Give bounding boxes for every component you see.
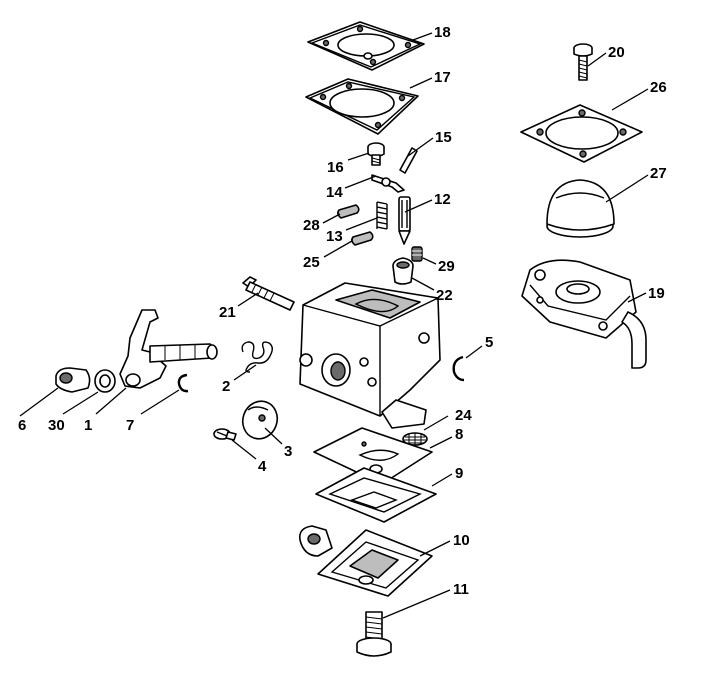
part-14-inlet-lever[interactable] bbox=[371, 174, 405, 193]
label-16: 16 bbox=[327, 159, 344, 176]
label-12: 12 bbox=[434, 191, 451, 208]
part-26-gasket[interactable] bbox=[520, 104, 643, 163]
label-11: 11 bbox=[453, 581, 469, 598]
part-11-bolt[interactable] bbox=[356, 611, 392, 657]
label-13: 13 bbox=[326, 228, 343, 245]
part-18-diaphragm-cover[interactable] bbox=[307, 21, 425, 71]
part-24-strainer[interactable] bbox=[402, 432, 428, 446]
label-3: 3 bbox=[284, 443, 292, 460]
part-19-pump-housing[interactable] bbox=[521, 259, 647, 369]
label-14: 14 bbox=[326, 184, 343, 201]
label-1: 1 bbox=[84, 417, 92, 434]
label-18: 18 bbox=[434, 24, 451, 41]
label-5: 5 bbox=[485, 334, 493, 351]
part-29-spring[interactable] bbox=[411, 246, 423, 262]
part-30-washer[interactable] bbox=[94, 369, 116, 393]
part-22-nozzle[interactable] bbox=[392, 257, 414, 285]
part-27-primer-bulb[interactable] bbox=[546, 179, 615, 238]
label-20: 20 bbox=[608, 44, 625, 61]
label-2: 2 bbox=[222, 378, 230, 395]
part-20-screw[interactable] bbox=[573, 43, 593, 81]
label-19: 19 bbox=[648, 285, 665, 302]
part-13-spring[interactable] bbox=[376, 201, 388, 230]
part-4-screw[interactable] bbox=[213, 428, 237, 441]
carburetor-body bbox=[299, 282, 441, 429]
part-3-throttle-disc[interactable] bbox=[238, 396, 283, 443]
part-21-adjusting-screw[interactable] bbox=[242, 276, 295, 311]
part-9-gasket[interactable] bbox=[315, 467, 437, 523]
part-16-screw[interactable] bbox=[367, 142, 385, 166]
label-17: 17 bbox=[434, 69, 451, 86]
part-5-clip[interactable] bbox=[452, 355, 465, 382]
label-21: 21 bbox=[219, 304, 236, 321]
part-labels: 18 17 15 16 14 12 28 13 25 29 22 21 20 2… bbox=[18, 24, 667, 598]
label-25: 25 bbox=[303, 254, 320, 271]
label-10: 10 bbox=[453, 532, 470, 549]
part-28-plug[interactable] bbox=[337, 204, 360, 219]
part-6-nut[interactable] bbox=[55, 367, 91, 393]
label-4: 4 bbox=[258, 458, 267, 475]
part-17-gasket[interactable] bbox=[305, 78, 419, 135]
label-29: 29 bbox=[438, 258, 455, 275]
label-30: 30 bbox=[48, 417, 65, 434]
part-7-clip[interactable] bbox=[177, 373, 189, 393]
label-24: 24 bbox=[455, 407, 472, 424]
part-12-inlet-needle[interactable] bbox=[398, 196, 411, 245]
part-10-cover[interactable] bbox=[298, 525, 433, 597]
label-28: 28 bbox=[303, 217, 320, 234]
label-9: 9 bbox=[455, 465, 463, 482]
label-7: 7 bbox=[126, 417, 134, 434]
leader-lines bbox=[19, 32, 649, 619]
label-26: 26 bbox=[650, 79, 667, 96]
label-6: 6 bbox=[18, 417, 26, 434]
label-22: 22 bbox=[436, 287, 453, 304]
label-15: 15 bbox=[435, 129, 452, 146]
part-2-spring[interactable] bbox=[241, 341, 273, 373]
label-8: 8 bbox=[455, 426, 463, 443]
part-1-throttle-lever[interactable] bbox=[119, 309, 218, 389]
label-27: 27 bbox=[650, 165, 667, 182]
part-25-plug[interactable] bbox=[351, 231, 374, 246]
